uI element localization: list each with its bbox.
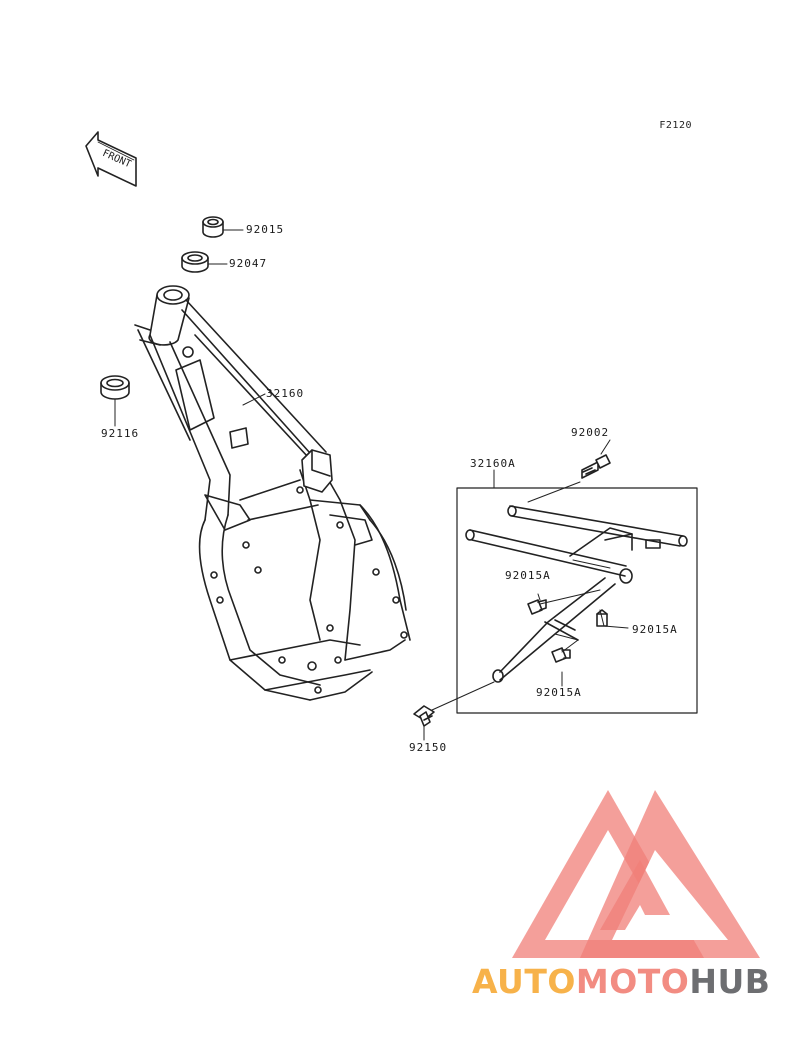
part-label-92015A-lower: 92015A (536, 686, 582, 699)
bolt-92015A-3-icon (551, 647, 571, 663)
part-label-92150: 92150 (409, 741, 448, 754)
part-label-92116: 92116 (101, 427, 140, 440)
subframe-32160A-box (456, 487, 698, 714)
main-frame-32160 (134, 285, 411, 701)
part-label-32160: 32160 (266, 387, 305, 400)
automotohub-logo-icon (512, 790, 760, 958)
leader-lines (114, 229, 629, 741)
front-arrow-icon: FRONT (85, 131, 137, 187)
bushing-92015-icon (202, 216, 224, 238)
watermark-text: AUTOMOTOHUB (472, 962, 770, 1001)
subframe-32160A (465, 505, 688, 683)
part-label-32160A: 32160A (470, 457, 516, 470)
part-label-92002: 92002 (571, 426, 610, 439)
watermark-auto: AUTO (472, 962, 576, 1001)
part-label-92047: 92047 (229, 257, 268, 270)
watermark-hub: HUB (689, 962, 771, 1001)
bearing-92047-icon (181, 251, 209, 273)
part-label-92015: 92015 (246, 223, 285, 236)
cap-92116-icon (100, 375, 130, 400)
diagram-code: F2120 (659, 120, 692, 131)
screw-92150-icon (413, 705, 435, 727)
bolt-92002-icon (581, 454, 611, 479)
part-label-92015A-upper: 92015A (505, 569, 551, 582)
part-label-92015A-right: 92015A (632, 623, 678, 636)
watermark-moto: MOTO (575, 962, 690, 1001)
bolt-92015A-1-icon (527, 599, 547, 615)
